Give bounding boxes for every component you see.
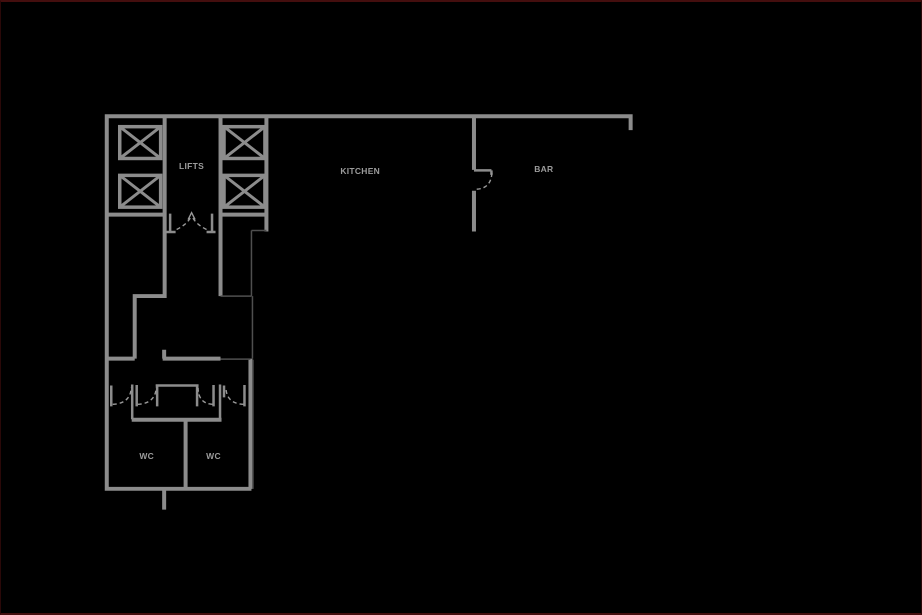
kitchen-bar-door [473, 169, 493, 190]
room-label-wc-left: WC [139, 451, 154, 461]
lift-shaft-cross [118, 125, 266, 209]
double-door-leaf-mark [187, 211, 196, 220]
wc-doors [110, 384, 246, 407]
lift-shaft-box [222, 173, 267, 209]
room-label-bar: BAR [534, 164, 553, 174]
wc-door-leaves [110, 384, 246, 407]
double-door-swing-arc [176, 217, 207, 231]
lift-shaft-box [117, 124, 163, 161]
wc-door-swing-arcs [112, 387, 244, 406]
lift-shaft-box [117, 173, 163, 209]
room-label-kitchen: KITCHEN [340, 166, 380, 176]
room-label-wc-right: WC [206, 451, 221, 461]
thin-dark-walls [220, 229, 267, 489]
main-walls [104, 114, 633, 510]
lift-shaft-box [222, 124, 267, 161]
room-label-lifts: LIFTS [179, 161, 204, 171]
lift-shafts [117, 124, 267, 209]
kitchen-door-leaf [473, 169, 493, 175]
kitchen-door-swing-arc [475, 172, 493, 190]
lobby-double-door [176, 211, 207, 231]
secondary-walls [130, 213, 226, 420]
